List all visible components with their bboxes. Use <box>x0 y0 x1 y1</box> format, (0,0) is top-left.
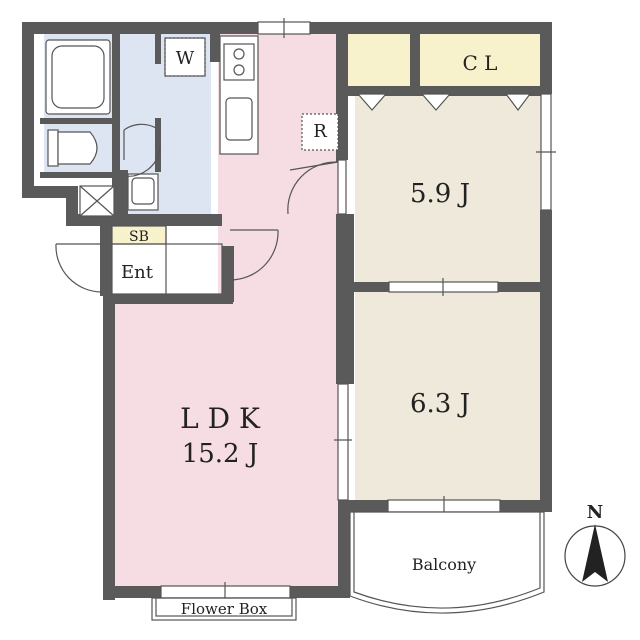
bedroom2-floor <box>355 292 541 500</box>
washer-pan <box>164 37 206 77</box>
bedroom2-size-label: 6.3 J <box>410 389 470 419</box>
window-bedroom1-left <box>337 159 347 215</box>
shoebox-floor <box>112 226 166 244</box>
bedroom1-floor <box>355 96 541 282</box>
walls <box>22 22 552 600</box>
ldk-label: L D K <box>180 402 261 435</box>
ldk-floor-lower <box>115 297 338 587</box>
entrance-step <box>111 243 223 295</box>
closet-doors <box>356 93 532 111</box>
balcony-label: Balcony <box>412 555 476 574</box>
doors <box>55 123 339 293</box>
washer-label: W <box>176 48 195 69</box>
flower-box <box>151 597 297 621</box>
balcony-outline <box>349 511 545 614</box>
fridge-space <box>301 113 339 151</box>
closet-right-floor <box>420 34 540 88</box>
toilet-bowl <box>57 131 98 165</box>
closet-label: C L <box>463 51 498 75</box>
window-bedroom2-left <box>337 383 349 501</box>
closet-left-floor <box>347 34 411 88</box>
refrigerator-label: R <box>313 121 327 142</box>
kitchen-sink <box>225 97 253 141</box>
labels: L D K 15.2 J 5.9 J 6.3 J C L W R SB Ent … <box>121 48 497 618</box>
entrance-label: Ent <box>121 262 154 283</box>
toilet-tank <box>47 129 59 167</box>
windows <box>160 18 556 602</box>
kitchen-fixtures <box>219 35 339 155</box>
entrance-area <box>111 225 223 295</box>
shoebox-label: SB <box>129 229 149 245</box>
compass: N <box>564 502 626 587</box>
ldk-size-label: 15.2 J <box>182 439 259 469</box>
north-label: N <box>587 502 603 523</box>
bedroom1-size-label: 5.9 J <box>410 179 470 209</box>
north-arrow-icon <box>582 524 608 582</box>
balcony <box>349 511 545 614</box>
bathroom-fixtures <box>45 37 206 217</box>
flower-box-label: Flower Box <box>181 600 268 618</box>
